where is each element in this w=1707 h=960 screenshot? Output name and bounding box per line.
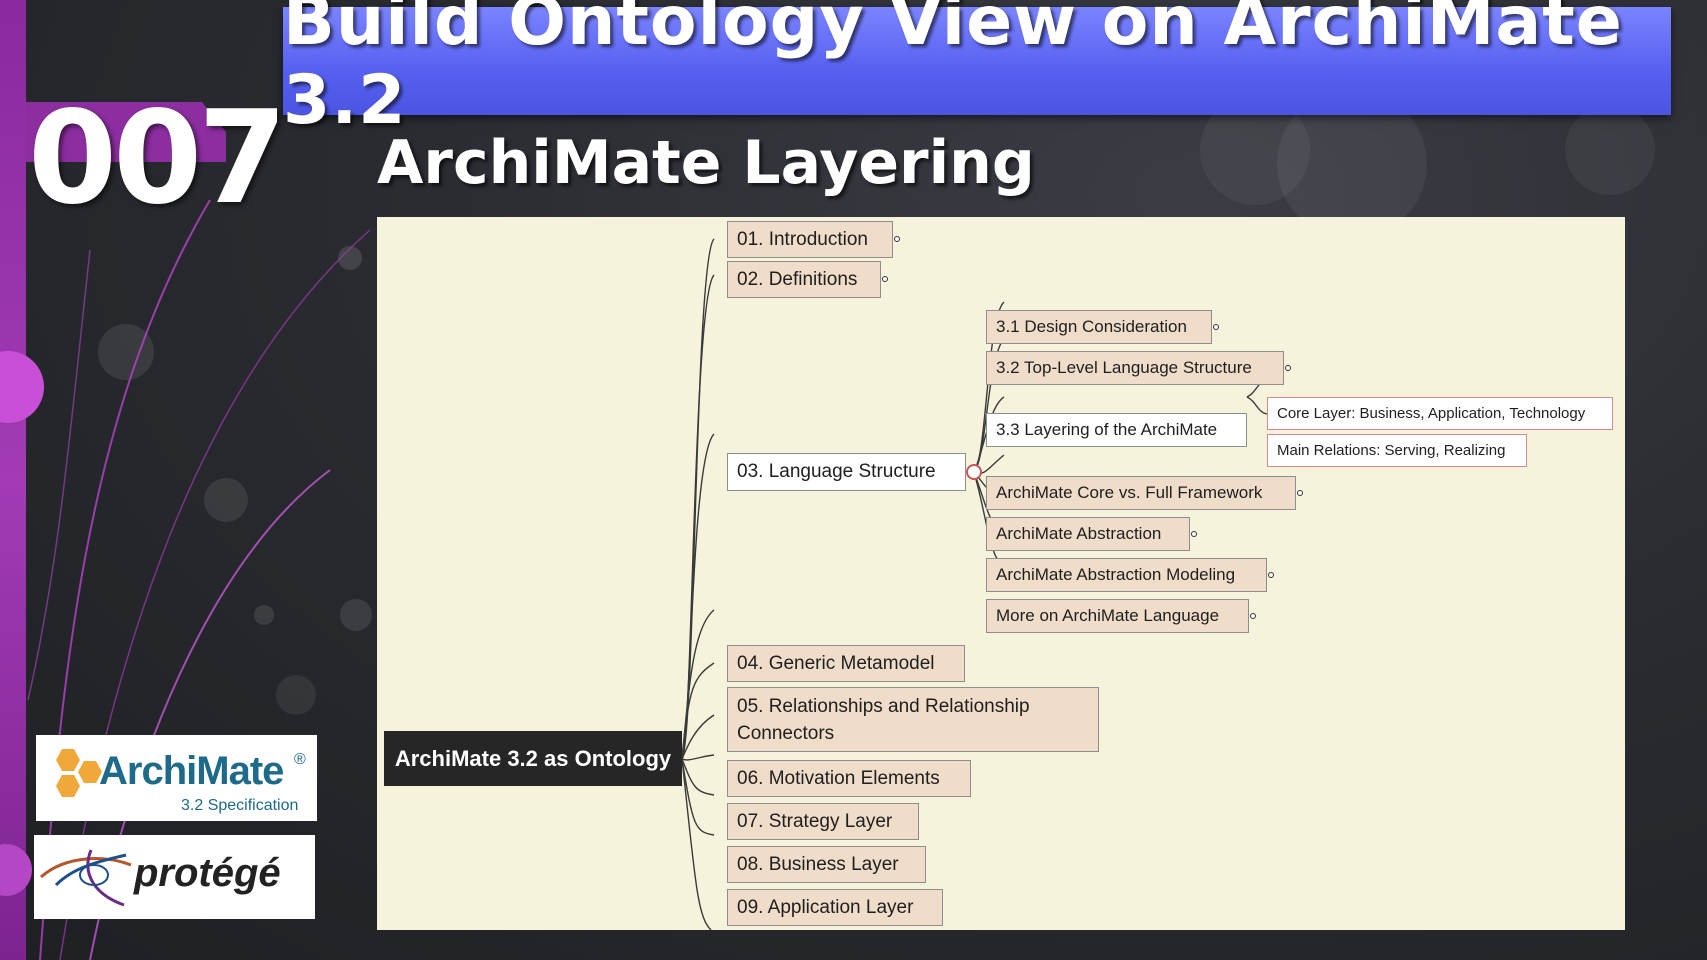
left-accent-strip — [0, 0, 26, 960]
mindmap-node-more-on-language[interactable]: More on ArchiMate Language — [986, 599, 1249, 633]
expand-dot-introduction[interactable] — [894, 236, 900, 242]
protege-swoosh-icon — [40, 849, 132, 907]
mindmap-node-introduction[interactable]: 01. Introduction — [727, 221, 893, 258]
expand-dot-definitions[interactable] — [882, 276, 888, 282]
expand-dot-top-level-structure[interactable] — [1285, 365, 1291, 371]
title-banner: Build Ontology View on ArchiMate 3.2 — [283, 0, 1671, 140]
mindmap-node-core-vs-full[interactable]: ArchiMate Core vs. Full Framework — [986, 476, 1296, 510]
expand-dot-abstraction[interactable] — [1191, 531, 1197, 537]
episode-number: 007 — [28, 84, 287, 233]
slide-subtitle: ArchiMate Layering — [377, 128, 1035, 198]
mindmap-node-business-layer[interactable]: 08. Business Layer — [727, 846, 926, 883]
mindmap-node-language-structure[interactable]: 03. Language Structure — [727, 453, 966, 491]
archimate-wordmark: ArchiMate — [99, 749, 284, 793]
archimate-spec-label: 3.2 Specification — [181, 797, 299, 814]
protege-logo: protégé — [34, 835, 315, 919]
expand-dot-more-on-language[interactable] — [1250, 613, 1256, 619]
mindmap-node-abstraction[interactable]: ArchiMate Abstraction — [986, 517, 1190, 551]
mindmap-node-motivation-elements[interactable]: 06. Motivation Elements — [727, 760, 971, 797]
mindmap-root-node[interactable]: ArchiMate 3.2 as Ontology — [384, 731, 682, 786]
mindmap-node-layering[interactable]: 3.3 Layering of the ArchiMate — [986, 413, 1247, 447]
page-title: Build Ontology View on ArchiMate 3.2 — [283, 0, 1623, 140]
expand-dot-abstraction-modeling[interactable] — [1268, 572, 1274, 578]
registered-mark: ® — [294, 751, 306, 768]
episode-tab — [26, 102, 226, 162]
mindmap-node-definitions[interactable]: 02. Definitions — [727, 261, 881, 298]
expand-dot-design-consideration[interactable] — [1213, 324, 1219, 330]
archimate-logo: ArchiMate ® 3.2 Specification — [36, 735, 317, 821]
mindmap-leaf-main-relations[interactable]: Main Relations: Serving, Realizing — [1267, 434, 1527, 467]
mindmap-node-relationships[interactable]: 05. Relationships and Relationship Conne… — [727, 687, 1099, 752]
collapse-marker-language-structure[interactable] — [966, 464, 982, 480]
mindmap-node-abstraction-modeling[interactable]: ArchiMate Abstraction Modeling — [986, 558, 1267, 592]
mindmap-node-application-layer[interactable]: 09. Application Layer — [727, 889, 943, 926]
mindmap-node-generic-metamodel[interactable]: 04. Generic Metamodel — [727, 645, 965, 682]
mindmap-node-top-level-structure[interactable]: 3.2 Top-Level Language Structure — [986, 351, 1284, 385]
protege-wordmark: protégé — [134, 851, 281, 895]
mindmap-node-design-consideration[interactable]: 3.1 Design Consideration — [986, 310, 1212, 344]
hexagon-logo-icon — [56, 749, 102, 797]
mindmap-canvas: 01. Introduction 02. Definitions 03. Lan… — [377, 217, 1625, 930]
mindmap-leaf-core-layer[interactable]: Core Layer: Business, Application, Techn… — [1267, 397, 1613, 430]
expand-dot-core-vs-full[interactable] — [1297, 490, 1303, 496]
mindmap-node-strategy-layer[interactable]: 07. Strategy Layer — [727, 803, 919, 840]
